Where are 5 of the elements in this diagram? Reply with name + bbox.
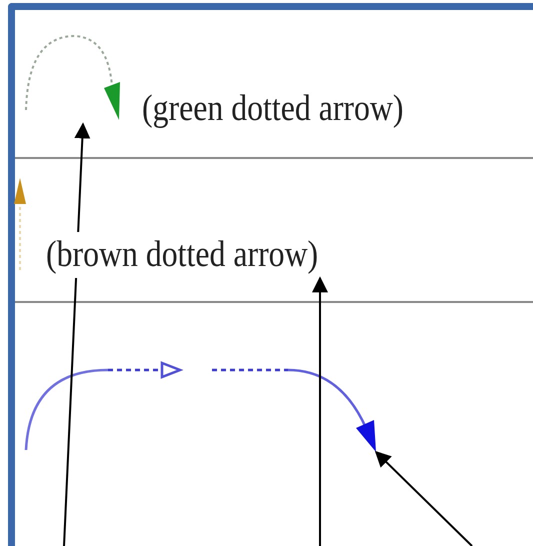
leader-line [312, 276, 328, 546]
arrow-caption: (green dotted arrow) [142, 87, 404, 131]
arrow-caption: (brown dotted arrow) [46, 232, 318, 278]
leader-line [374, 450, 473, 546]
leader-line [63, 122, 90, 546]
